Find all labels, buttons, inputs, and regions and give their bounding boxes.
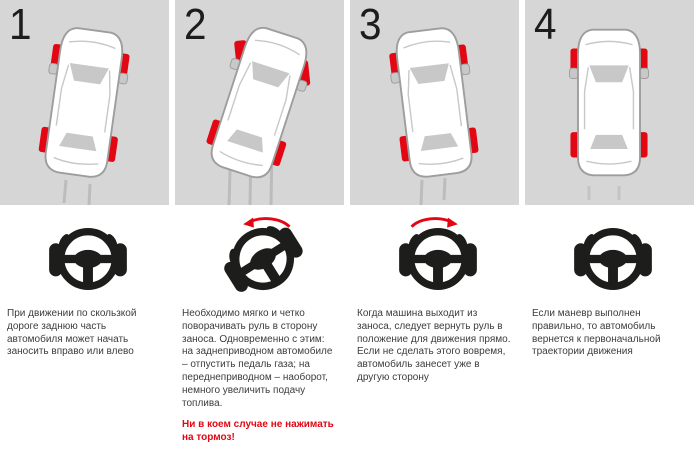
steering-wheel-area-2 bbox=[175, 205, 350, 303]
car-skid-illustration-4 bbox=[525, 0, 694, 200]
steering-wheel-area-3 bbox=[350, 205, 525, 303]
skid-marks-icon bbox=[62, 179, 92, 205]
step-number-1: 1 bbox=[9, 0, 32, 49]
instruction-text-1: При движении по скользкой дороге заднюю … bbox=[7, 308, 137, 358]
road-scene-3: 3 bbox=[350, 0, 519, 205]
steering-wheel-turned-icon bbox=[205, 216, 321, 302]
car-top-view-icon bbox=[386, 25, 482, 179]
road-scene-1: 1 bbox=[0, 0, 169, 205]
instruction-text-3: Когда машина выходит из заноса, следует … bbox=[357, 308, 511, 383]
step-number-3: 3 bbox=[359, 0, 382, 49]
panel-2: 2 Необходимо мягко и чет bbox=[175, 0, 350, 456]
steering-wheel-icon bbox=[30, 216, 146, 302]
turn-left-arrow-icon bbox=[242, 217, 290, 228]
car-top-view-icon bbox=[35, 25, 133, 180]
steering-wheel-icon bbox=[555, 216, 671, 302]
step-number-2: 2 bbox=[184, 0, 207, 49]
car-skid-illustration-2 bbox=[175, 0, 344, 205]
skid-marks-icon bbox=[587, 186, 621, 200]
panel-4: 4 Если маневр выполнен правильно, то авт… bbox=[525, 0, 700, 456]
car-top-view-icon bbox=[570, 30, 649, 176]
panel-3: 3 Когда машина выходит из заноса, с bbox=[350, 0, 525, 456]
car-top-view-icon bbox=[196, 20, 323, 185]
step-number-4: 4 bbox=[534, 0, 557, 49]
skid-marks-icon bbox=[419, 177, 447, 205]
instruction-text-4: Если маневр выполнен правильно, то автом… bbox=[532, 308, 661, 358]
road-scene-4: 4 bbox=[525, 0, 694, 205]
steering-wheel-area-1 bbox=[0, 205, 175, 303]
road-scene-2: 2 bbox=[175, 0, 344, 205]
turn-right-arrow-icon bbox=[410, 217, 458, 228]
panel-1: 1 При движении по скользкой дороге задню… bbox=[0, 0, 175, 456]
car-skid-illustration-3 bbox=[350, 0, 519, 205]
steering-wheel-icon bbox=[380, 217, 496, 302]
instruction-text-2: Необходимо мягко и четко поворачивать ру… bbox=[182, 308, 333, 409]
car-skid-illustration-1 bbox=[0, 0, 169, 205]
steering-wheel-area-4 bbox=[525, 205, 700, 303]
warning-text: Ни в коем случае не нажимать на тормоз! bbox=[182, 419, 334, 444]
